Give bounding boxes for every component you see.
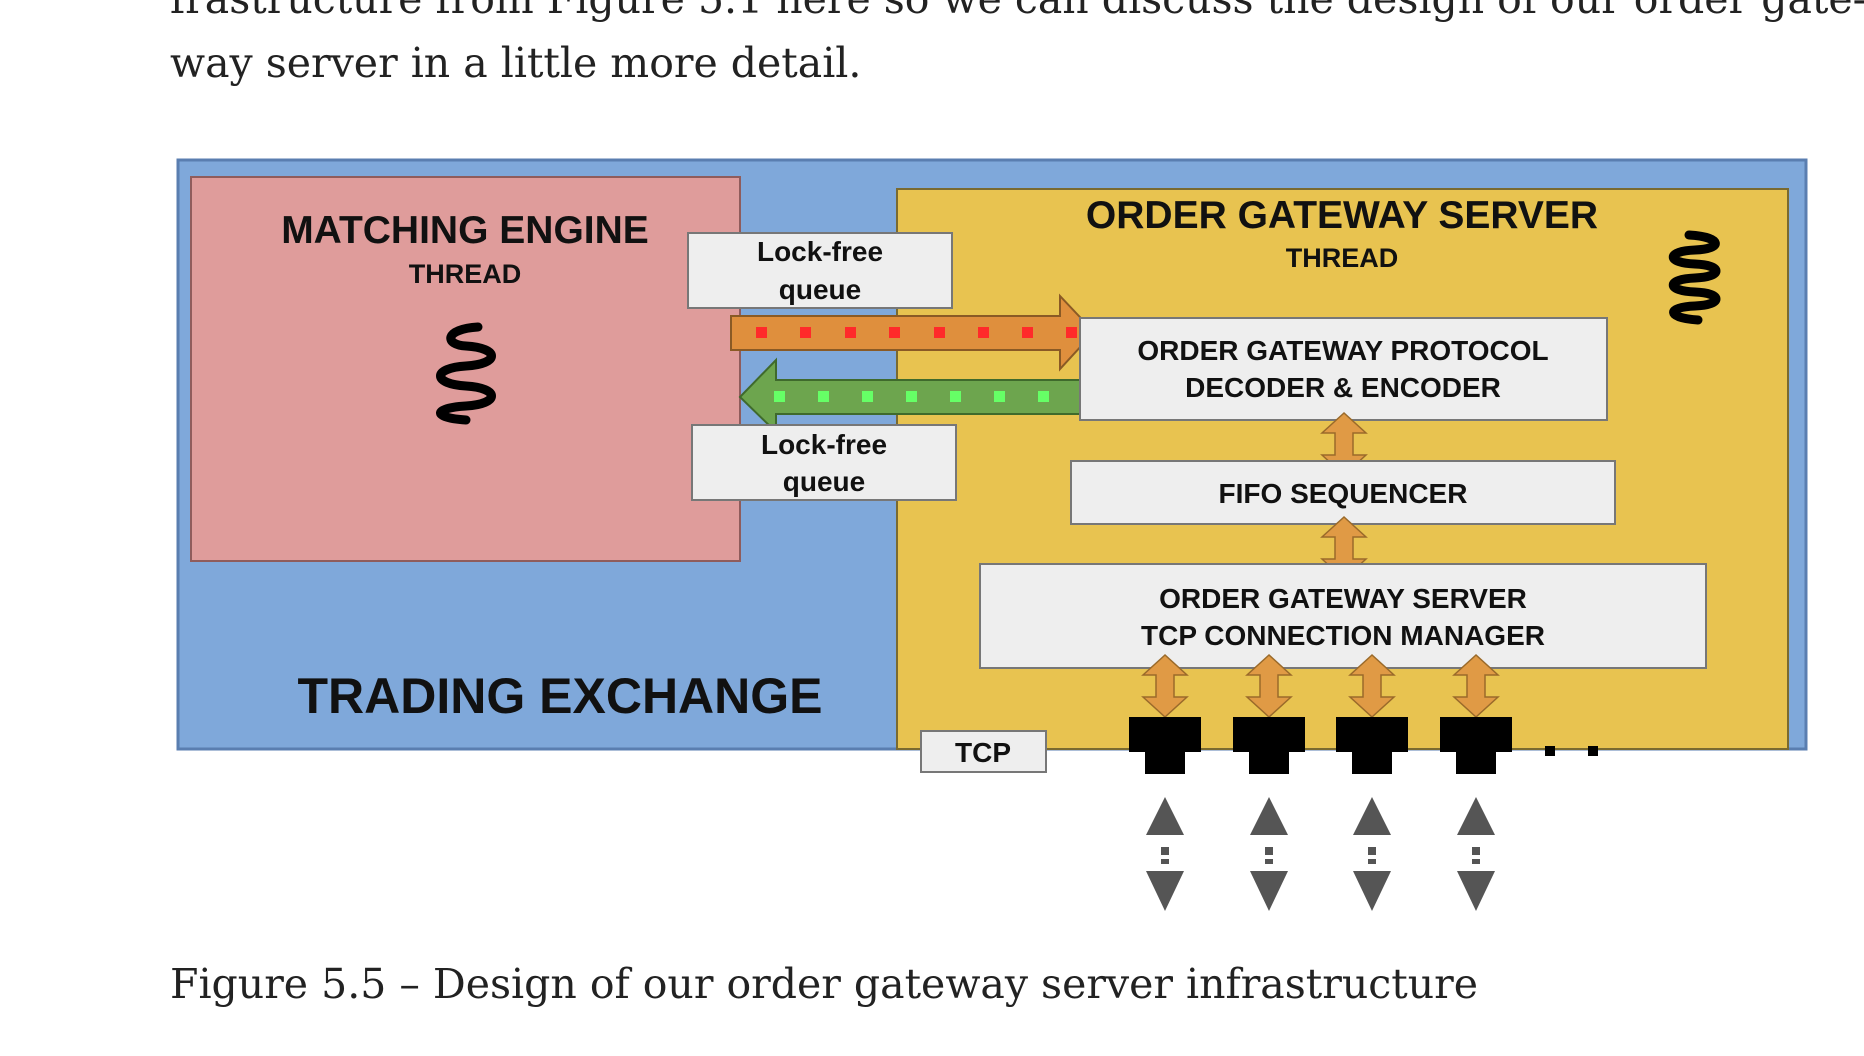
protocol-box-line2: DECODER & ENCODER	[1185, 372, 1501, 403]
client-connection-arrow-icon	[1250, 797, 1288, 911]
socket-icon	[1233, 717, 1305, 774]
socket-icon	[1336, 717, 1408, 774]
order-gateway-title: ORDER GATEWAY SERVER	[1086, 194, 1598, 237]
thread-icon	[1669, 230, 1721, 325]
order-gateway-subtitle: THREAD	[1286, 243, 1399, 273]
fifo-sequencer-box	[1070, 460, 1616, 525]
tcp-manager-line1: ORDER GATEWAY SERVER	[1159, 583, 1527, 614]
lock-free-queue-top-line1: Lock-free	[757, 236, 883, 267]
matching-engine-panel	[190, 176, 741, 562]
matching-engine-title: MATCHING ENGINE	[281, 209, 649, 252]
client-connection-arrow-icon	[1353, 797, 1391, 911]
socket-icon	[1129, 717, 1201, 774]
lock-free-queue-bottom-line2: queue	[783, 466, 865, 497]
more-sockets-ellipsis	[1588, 746, 1598, 756]
lock-free-queue-top	[687, 232, 953, 309]
paragraph-line: way server in a little more detail.	[170, 39, 862, 87]
tcp-label-box	[920, 730, 1047, 773]
client-connection-arrow-icon	[1146, 797, 1184, 911]
tcp-manager-line2: TCP CONNECTION MANAGER	[1141, 620, 1545, 651]
paragraph-line-cut: frastructure from Figure 5.1 here so we …	[170, 0, 1864, 28]
lock-free-queue-bottom	[691, 424, 957, 501]
protocol-box-line1: ORDER GATEWAY PROTOCOL	[1137, 335, 1548, 366]
lock-free-queue-top-line2: queue	[779, 274, 861, 305]
figure-caption: Figure 5.5 – Design of our order gateway…	[170, 960, 1478, 1008]
tcp-connection-manager-box	[979, 563, 1707, 669]
protocol-decoder-encoder-box	[1079, 317, 1608, 421]
lock-free-queue-bottom-line1: Lock-free	[761, 429, 887, 460]
fifo-sequencer-label: FIFO SEQUENCER	[1219, 478, 1468, 509]
inbound-message-dots	[774, 391, 1049, 402]
thread-icon	[436, 322, 496, 425]
tcp-label: TCP	[955, 737, 1011, 768]
client-connection-arrow-icon	[1457, 797, 1495, 911]
outbound-queue-arrow	[730, 293, 1096, 372]
matching-engine-subtitle: THREAD	[409, 259, 522, 289]
more-sockets-ellipsis	[1545, 746, 1555, 756]
socket-icon	[1440, 717, 1512, 774]
trading-exchange-label: TRADING EXCHANGE	[297, 668, 822, 724]
outbound-message-dots	[756, 327, 1077, 338]
